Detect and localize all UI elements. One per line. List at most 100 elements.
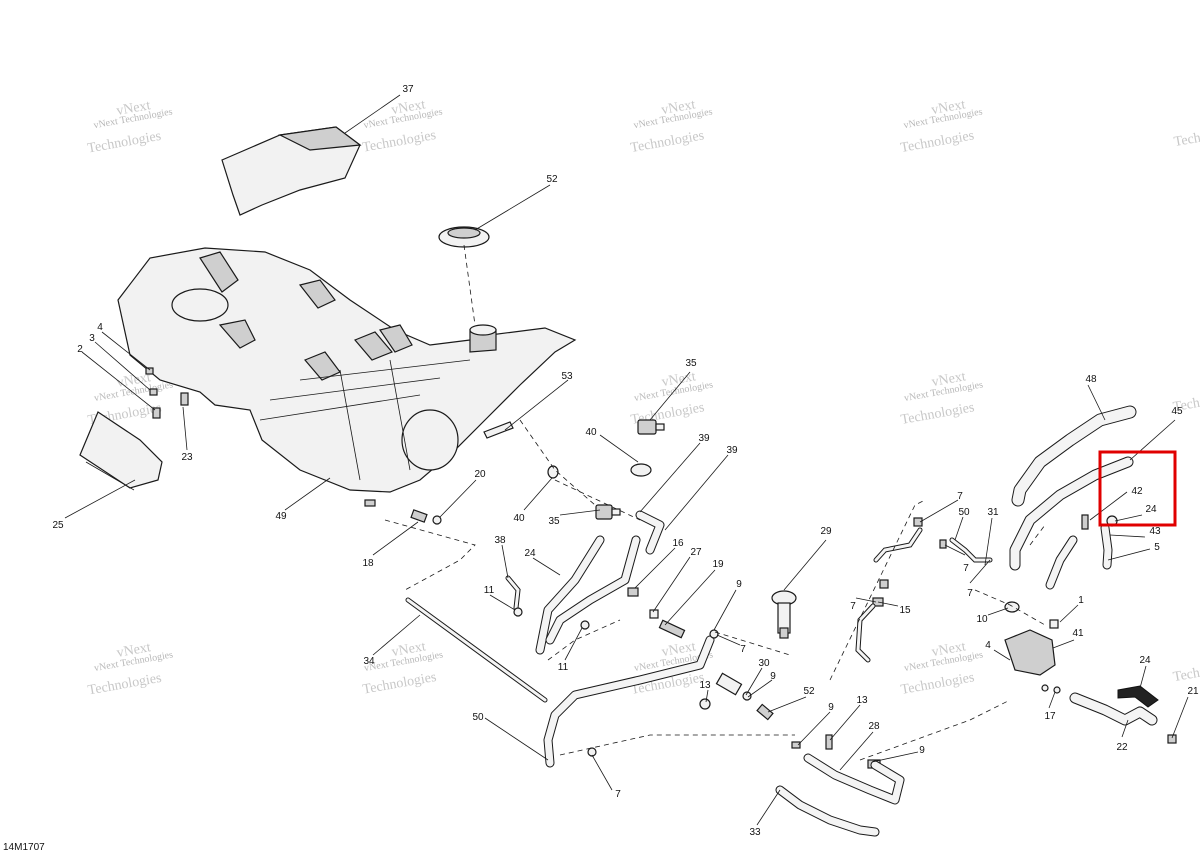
callout-52-b: 52: [803, 686, 815, 697]
callout-33: 33: [749, 827, 761, 838]
callout-39: 39: [698, 433, 710, 444]
callout-7-c: 7: [957, 491, 963, 502]
callout-9-b: 9: [770, 671, 776, 682]
callout-23: 23: [181, 452, 193, 463]
svg-text:vNext: vNext: [931, 639, 967, 660]
callout-42: 42: [1131, 486, 1143, 497]
callout-7-e: 7: [967, 588, 973, 599]
part-fuel-cap: [438, 226, 490, 248]
callout-53: 53: [561, 371, 573, 382]
callout-24-b: 24: [1145, 504, 1157, 515]
callout-9: 9: [736, 579, 742, 590]
callout-13-b: 13: [856, 695, 868, 706]
part-plunger-29: [771, 590, 797, 639]
callout-28: 28: [868, 721, 880, 732]
svg-text:vNext: vNext: [930, 97, 966, 118]
callout-50: 50: [472, 712, 484, 723]
callout-13: 13: [699, 680, 711, 691]
callout-35: 35: [685, 358, 697, 369]
callout-49: 49: [275, 511, 287, 522]
diagram-code: 14M1707: [3, 842, 45, 853]
svg-text:vNext: vNext: [116, 640, 152, 661]
callout-40: 40: [585, 427, 597, 438]
part-valve-35-lower: [595, 504, 621, 520]
callout-29: 29: [820, 526, 832, 537]
callout-25: 25: [52, 520, 64, 531]
callout-52: 52: [546, 174, 558, 185]
callout-21: 21: [1187, 686, 1199, 697]
callout-24-c: 24: [1139, 655, 1151, 666]
part-hose-24-left: [535, 535, 641, 655]
svg-text:Technologies: Technologies: [629, 128, 705, 156]
callout-2: 2: [77, 344, 83, 355]
callout-9-c: 9: [828, 702, 834, 713]
callout-11-b: 11: [558, 662, 569, 673]
svg-text:Technologies: Technologies: [86, 129, 162, 157]
callout-7-f: 7: [850, 601, 856, 612]
part-clamp-11: [513, 607, 590, 630]
callout-1: 1: [1078, 595, 1084, 606]
callout-48: 48: [1085, 374, 1097, 385]
callout-7-b: 7: [740, 644, 746, 655]
callout-labels: 37 52 4 3 2 23 25 49 53 35 40 39 39 20 1…: [52, 84, 1199, 838]
part-bushing-10: [1004, 601, 1020, 613]
callout-43: 43: [1149, 526, 1161, 537]
callout-16: 16: [672, 538, 684, 549]
callout-37: 37: [402, 84, 414, 95]
part-grommet-40: [547, 463, 652, 479]
callout-50-b: 50: [958, 507, 970, 518]
svg-text:Technologies: Technologies: [899, 128, 975, 156]
callout-17: 17: [1044, 711, 1056, 722]
svg-text:Technologies: Technologies: [361, 128, 437, 156]
connection-lines: [384, 244, 1046, 761]
svg-text:vNext: vNext: [660, 97, 696, 118]
callout-7-d: 7: [963, 563, 969, 574]
svg-text:Technologies: Technologies: [87, 671, 163, 699]
part-fuel-tank: [117, 247, 577, 493]
callout-38: 38: [494, 535, 506, 546]
callout-4: 4: [97, 322, 103, 333]
part-hoses-22-24: [1053, 685, 1177, 744]
part-rod-34: [405, 597, 548, 703]
part-valve-35-upper: [637, 419, 665, 435]
callout-40-b: 40: [513, 513, 525, 524]
part-hose-39: [635, 510, 665, 555]
svg-text:Technologies: Technologies: [900, 670, 976, 698]
callout-7: 7: [615, 789, 621, 800]
highlight-box: [1098, 450, 1177, 527]
callout-41: 41: [1072, 628, 1084, 639]
svg-text:Technologies: Technologies: [900, 400, 976, 428]
callout-30: 30: [758, 658, 770, 669]
svg-text:vNext: vNext: [390, 97, 426, 118]
svg-text:vNext: vNext: [931, 369, 967, 390]
part-hose-38: [505, 575, 521, 611]
callout-45: 45: [1171, 406, 1183, 417]
callout-35-b: 35: [548, 516, 560, 527]
callout-22: 22: [1116, 742, 1128, 753]
callout-10: 10: [976, 614, 988, 625]
part-hose-33: [775, 785, 880, 837]
part-hose-48: [1011, 405, 1137, 507]
part-hose-28: [803, 753, 905, 805]
callout-24: 24: [524, 548, 536, 559]
callout-34: 34: [363, 656, 375, 667]
part-hose-50-31: [872, 517, 993, 607]
callout-4-b: 4: [985, 640, 991, 651]
callout-11: 11: [484, 585, 495, 596]
callout-31: 31: [987, 507, 999, 518]
callout-3: 3: [89, 333, 95, 344]
part-53-strip: [483, 421, 514, 439]
svg-text:Technologies: Technologies: [1173, 122, 1200, 150]
svg-text:vNext: vNext: [661, 639, 697, 660]
callout-39-b: 39: [726, 445, 738, 456]
part-small-hardware-left: [145, 367, 376, 507]
callout-19: 19: [712, 559, 724, 570]
part-hose-50-long: [543, 635, 715, 768]
callout-27: 27: [690, 547, 702, 558]
part-fittings-18-20: [410, 509, 442, 525]
part-hose-15: [855, 603, 876, 663]
svg-text:Technologies: Technologies: [1172, 657, 1200, 685]
svg-text:vNext: vNext: [391, 639, 427, 660]
part-seat-cover: [221, 126, 362, 216]
